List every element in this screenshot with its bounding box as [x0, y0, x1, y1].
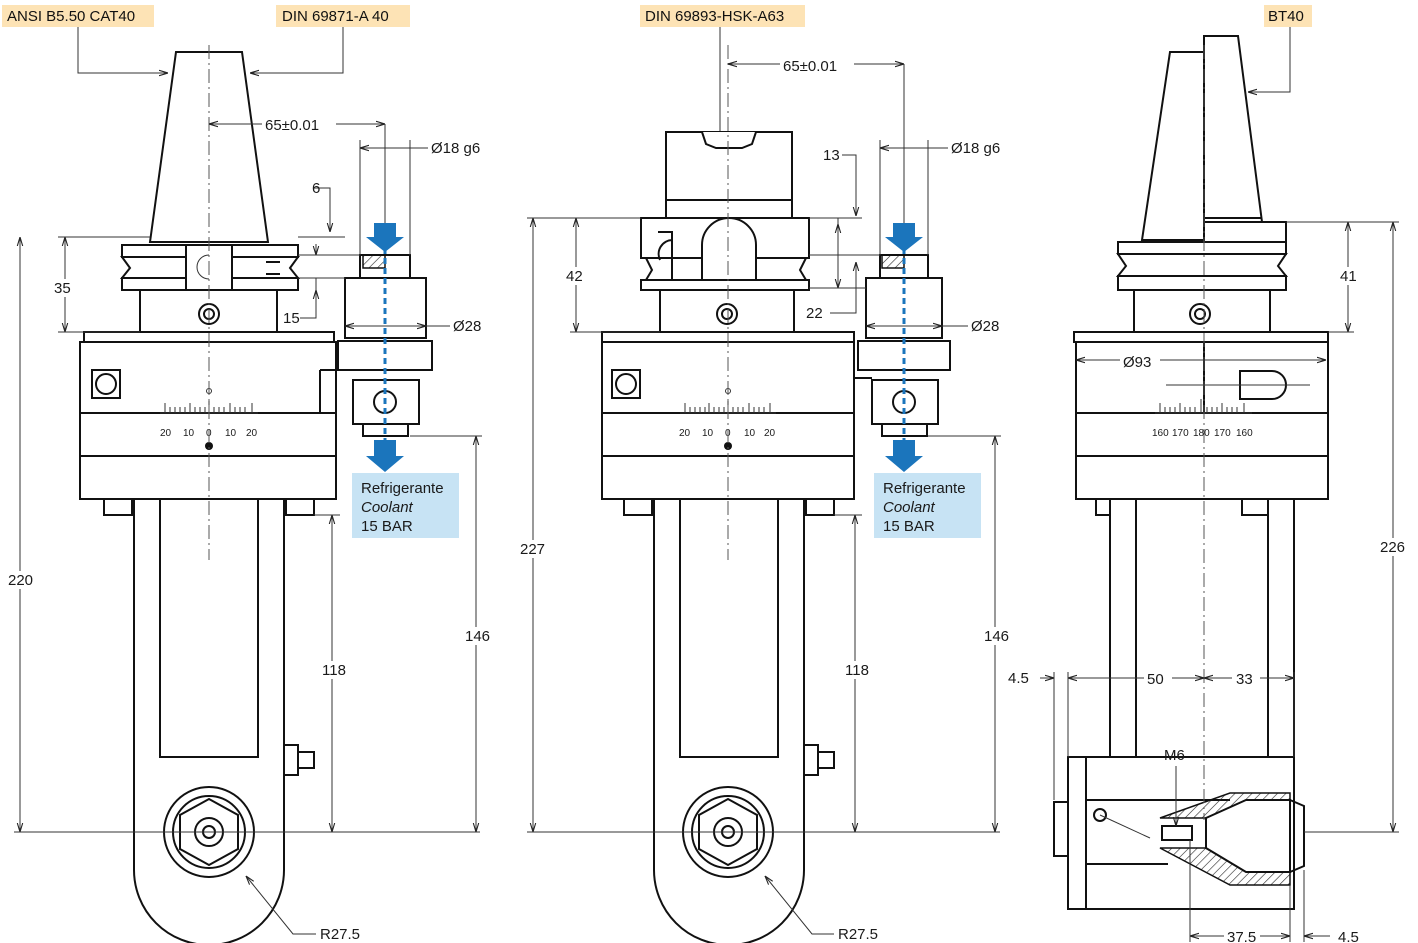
dim-118: 118	[845, 662, 869, 679]
dim-offset-65: 65±0.01	[265, 117, 319, 134]
svg-text:15 BAR: 15 BAR	[361, 518, 413, 535]
svg-text:170: 170	[1172, 428, 1189, 439]
svg-text:20: 20	[246, 428, 258, 439]
dim-41: 41	[1340, 268, 1357, 285]
dim-22: 22	[806, 305, 823, 322]
tag-hsk-text: DIN 69893-HSK-A63	[645, 8, 784, 25]
leader-din-a40	[250, 27, 344, 73]
dim-118: 118	[322, 662, 346, 679]
dim-227: 227	[520, 541, 545, 558]
dim-body-dia: Ø93	[1123, 354, 1151, 371]
svg-text:Coolant: Coolant	[361, 499, 414, 516]
screw-icon	[1189, 303, 1211, 325]
dim-radius: R27.5	[320, 926, 360, 943]
tag-din-a40: DIN 69871-A 40	[276, 5, 410, 27]
coolant-box-1: Refrigerante Coolant 15 BAR	[352, 473, 459, 538]
svg-text:10: 10	[183, 428, 195, 439]
main-body	[79, 341, 337, 500]
tag-din-a40-text: DIN 69871-A 40	[282, 8, 389, 25]
leader-ansi	[77, 27, 168, 73]
tag-ansi-cat40: ANSI B5.50 CAT40	[2, 5, 154, 27]
svg-text:180: 180	[1193, 428, 1210, 439]
svg-text:160: 160	[1152, 428, 1169, 439]
dim-42: 42	[566, 268, 583, 285]
dim-body-dia: Ø28	[453, 318, 481, 335]
dim-226: 226	[1380, 539, 1405, 556]
svg-text:15 BAR: 15 BAR	[883, 518, 935, 535]
leader-bt40	[1248, 27, 1291, 92]
svg-text:10: 10	[702, 428, 714, 439]
coolant-in-arrow	[885, 223, 923, 252]
svg-text:160: 160	[1236, 428, 1253, 439]
svg-text:20: 20	[160, 428, 172, 439]
dim-35: 35	[54, 280, 71, 297]
coolant-in-arrow	[366, 223, 404, 252]
screw-icon	[716, 303, 738, 325]
tag-hsk: DIN 69893-HSK-A63	[640, 5, 805, 27]
svg-text:Coolant: Coolant	[883, 499, 936, 516]
view-bt40: 160 170 180 170 160 Ø93 41 22	[1008, 35, 1408, 943]
dim-radius: R27.5	[838, 926, 878, 943]
dim-13: 13	[823, 147, 840, 164]
lock-screw-icon	[91, 369, 121, 399]
main-body	[1075, 341, 1329, 500]
angle-scale: 160 170 180 170 160	[1152, 399, 1253, 439]
svg-text:10: 10	[744, 428, 756, 439]
coolant-out-arrow	[366, 440, 404, 472]
dim-4-5-right: 4.5	[1338, 929, 1359, 943]
gauge-icon	[1093, 808, 1107, 822]
dim-220: 220	[8, 572, 33, 589]
dim-4-5-left: 4.5	[1008, 670, 1029, 687]
dim-offset-65: 65±0.01	[783, 58, 837, 75]
dim-37-5: 37.5	[1227, 929, 1256, 943]
key-icon	[1239, 370, 1287, 400]
tag-ansi-text: ANSI B5.50 CAT40	[7, 8, 135, 25]
dim-shaft-dia: Ø18 g6	[951, 140, 1000, 157]
dim-33: 33	[1236, 671, 1253, 688]
svg-text:10: 10	[225, 428, 237, 439]
svg-text:20: 20	[679, 428, 691, 439]
dim-body-dia: Ø28	[971, 318, 999, 335]
lock-screw-icon	[611, 369, 641, 399]
svg-text:20: 20	[764, 428, 776, 439]
dim-146: 146	[984, 628, 1009, 645]
svg-text:Refrigerante: Refrigerante	[883, 480, 966, 497]
dim-shaft-dia: Ø18 g6	[431, 140, 480, 157]
coolant-box-2: Refrigerante Coolant 15 BAR	[874, 473, 981, 538]
dim-6: 6	[312, 180, 320, 197]
dim-thread-m6: M6	[1164, 747, 1185, 764]
view-hsk: 20 10 0 10 20 Refrigerante	[518, 45, 1012, 943]
svg-text:170: 170	[1214, 428, 1231, 439]
taper-cone-right	[1203, 35, 1264, 223]
dim-15: 15	[283, 310, 300, 327]
dim-50: 50	[1147, 671, 1164, 688]
dim-146: 146	[465, 628, 490, 645]
coolant-out-arrow	[885, 440, 923, 472]
tag-bt40-text: BT40	[1268, 8, 1304, 25]
tag-bt40: BT40	[1264, 5, 1312, 27]
svg-text:Refrigerante: Refrigerante	[361, 480, 444, 497]
taper-cone-left	[1140, 51, 1205, 241]
view-cat40: 20 10 0 10 20	[6, 45, 493, 943]
